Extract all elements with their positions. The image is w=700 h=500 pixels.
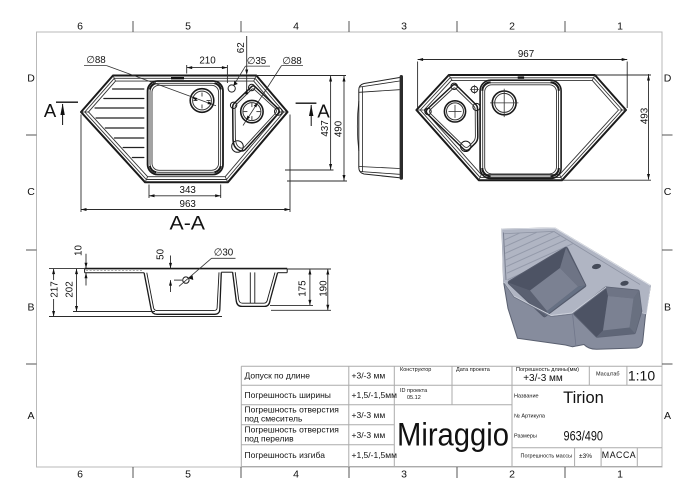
svg-text:Tirion: Tirion xyxy=(563,389,604,407)
svg-text:Масштаб: Масштаб xyxy=(596,372,620,378)
svg-text:Погрешность длины(мм): Погрешность длины(мм) xyxy=(516,367,579,373)
svg-text:1: 1 xyxy=(617,469,623,481)
svg-text:Погрешность массы: Погрешность массы xyxy=(521,454,573,460)
svg-text:под смеситель: под смеситель xyxy=(245,414,303,424)
svg-text:Размеры: Размеры xyxy=(514,434,537,440)
svg-text:210: 210 xyxy=(199,55,216,66)
svg-text:963/490: 963/490 xyxy=(564,429,604,444)
svg-text:+3/-3 мм: +3/-3 мм xyxy=(523,373,563,384)
svg-text:2: 2 xyxy=(509,21,515,33)
svg-text:C: C xyxy=(664,186,672,198)
svg-text:+3/-3 мм: +3/-3 мм xyxy=(352,371,386,381)
svg-text:B: B xyxy=(27,302,34,314)
svg-text:5: 5 xyxy=(185,21,191,33)
svg-text:10: 10 xyxy=(74,245,85,256)
svg-text:∅30: ∅30 xyxy=(214,248,234,259)
svg-text:C: C xyxy=(27,186,35,198)
svg-text:A: A xyxy=(27,410,34,422)
svg-text:50: 50 xyxy=(156,248,167,259)
svg-text:343: 343 xyxy=(180,185,197,196)
svg-text:+1,5/-1,5мм: +1,5/-1,5мм xyxy=(352,450,398,460)
svg-text:1:10: 1:10 xyxy=(628,367,655,383)
svg-text:Допуск по длине: Допуск по длине xyxy=(245,371,311,381)
svg-text:A-A: A-A xyxy=(170,214,206,235)
svg-text:62: 62 xyxy=(236,42,247,53)
svg-text:+3/-3 мм: +3/-3 мм xyxy=(352,430,386,440)
svg-text:A: A xyxy=(317,101,330,122)
svg-text:1: 1 xyxy=(617,21,623,33)
svg-text:190: 190 xyxy=(318,280,329,297)
svg-text:±3%: ±3% xyxy=(579,453,592,460)
svg-text:ID проекта: ID проекта xyxy=(400,388,428,394)
svg-text:Название: Название xyxy=(514,394,539,400)
svg-text:Дата проекта: Дата проекта xyxy=(456,367,491,373)
svg-text:4: 4 xyxy=(293,21,299,33)
svg-text:∅35: ∅35 xyxy=(247,56,267,67)
svg-text:D: D xyxy=(664,73,672,85)
svg-text:МАССА: МАССА xyxy=(602,450,636,460)
svg-text:6: 6 xyxy=(77,469,83,481)
svg-text:Miraggio: Miraggio xyxy=(397,417,509,453)
svg-text:Погрешность отверстия: Погрешность отверстия xyxy=(245,425,340,435)
svg-text:+3/-3 мм: +3/-3 мм xyxy=(352,410,386,420)
svg-text:05.12: 05.12 xyxy=(407,395,421,401)
svg-text:D: D xyxy=(27,73,35,85)
svg-text:2: 2 xyxy=(509,469,515,481)
svg-text:Погрешность изгиба: Погрешность изгиба xyxy=(245,450,326,460)
svg-text:493: 493 xyxy=(639,107,650,124)
svg-text:Погрешность отверстия: Погрешность отверстия xyxy=(245,405,340,415)
svg-text:490: 490 xyxy=(334,120,345,137)
svg-text:Погрешность ширины: Погрешность ширины xyxy=(245,390,331,400)
svg-text:A: A xyxy=(44,100,57,121)
svg-text:+1,5/-1,5мм: +1,5/-1,5мм xyxy=(352,390,398,400)
svg-text:∅88: ∅88 xyxy=(282,56,302,67)
svg-text:Конструктор: Конструктор xyxy=(400,367,431,373)
svg-text:4: 4 xyxy=(293,469,299,481)
svg-text:6: 6 xyxy=(77,21,83,33)
svg-text:№ Артикула: № Артикула xyxy=(514,414,546,420)
svg-text:3: 3 xyxy=(401,469,407,481)
svg-text:202: 202 xyxy=(64,281,75,297)
svg-text:5: 5 xyxy=(185,469,191,481)
svg-text:A: A xyxy=(664,410,671,422)
svg-text:437: 437 xyxy=(320,120,331,136)
svg-text:под перелив: под перелив xyxy=(245,434,295,444)
svg-text:∅88: ∅88 xyxy=(86,55,106,66)
svg-text:967: 967 xyxy=(518,49,534,60)
svg-text:3: 3 xyxy=(401,21,407,33)
svg-text:B: B xyxy=(664,302,671,314)
svg-text:963: 963 xyxy=(180,199,197,210)
svg-text:217: 217 xyxy=(50,281,61,297)
svg-text:175: 175 xyxy=(298,280,309,297)
